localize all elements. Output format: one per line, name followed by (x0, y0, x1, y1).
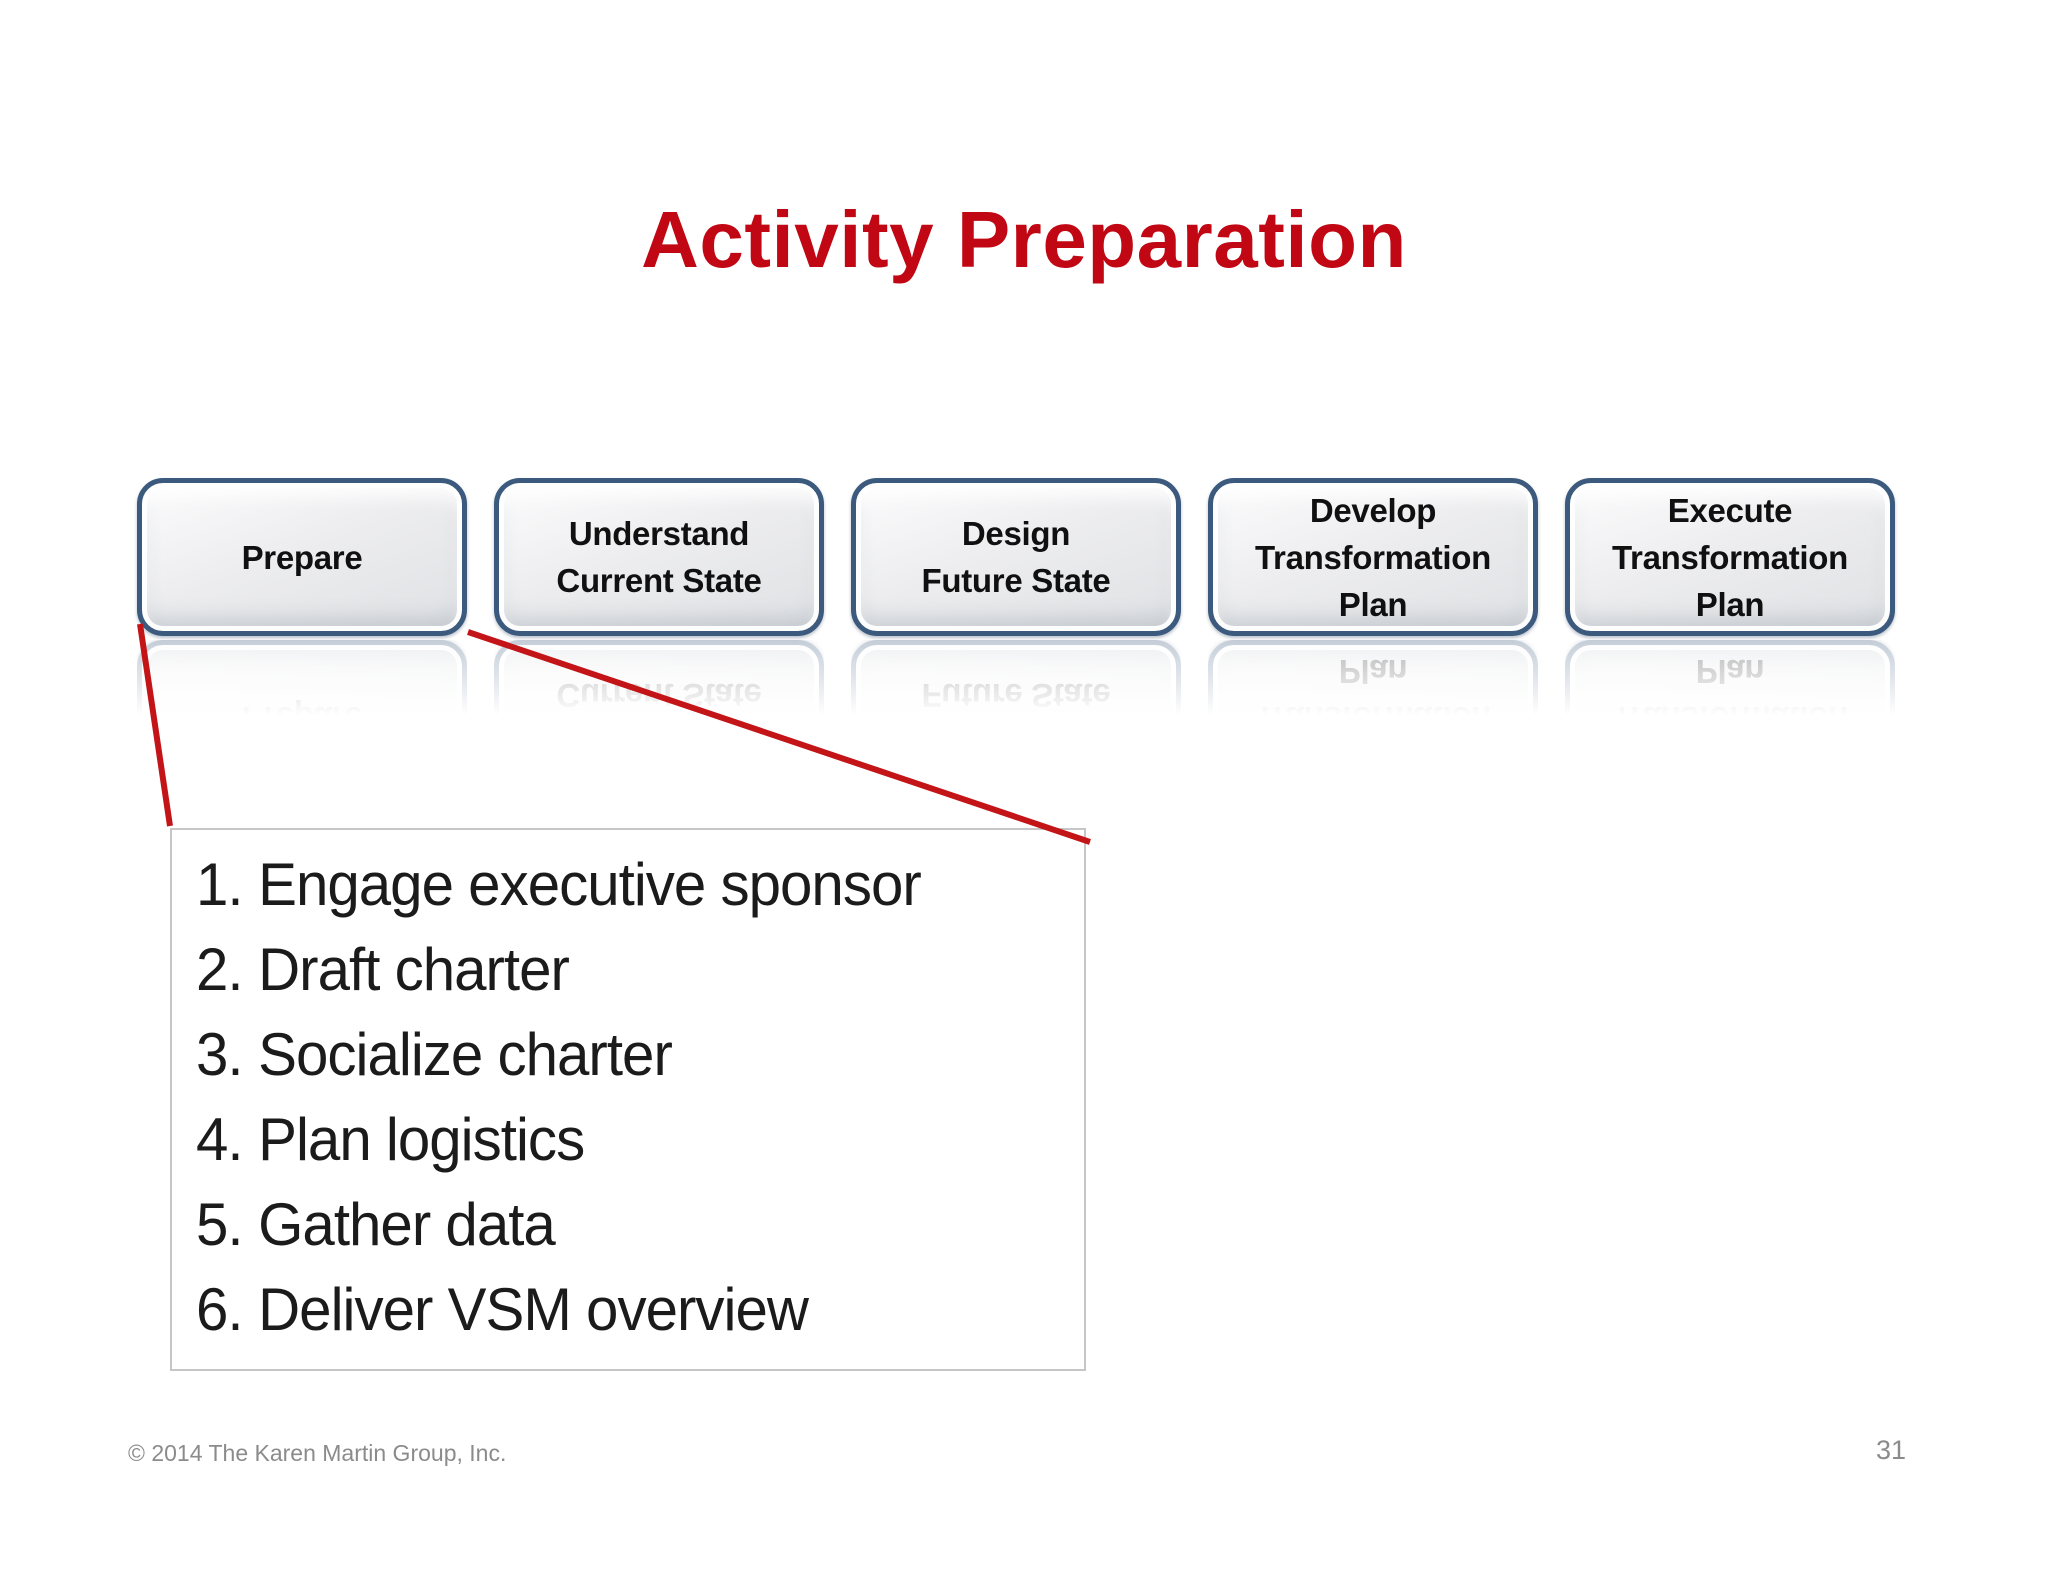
list-item-6: 6.Deliver VSM overview (196, 1267, 1042, 1352)
list-item-number: 3. (196, 1021, 244, 1088)
process-step-label: Understand Current State (556, 515, 762, 599)
list-item-text: Socialize charter (258, 1021, 673, 1088)
prepare-steps-panel: 1.Engage executive sponsor 2.Draft chart… (170, 828, 1086, 1371)
process-step-5: Execute Transformation Plan (1565, 478, 1895, 636)
process-step-1: Prepare (137, 478, 467, 636)
page-number: 31 (1876, 1435, 1907, 1465)
list-item-number: 4. (196, 1106, 244, 1173)
process-step-label: Develop Transformation Plan (1254, 491, 1491, 623)
list-item-5: 5.Gather data (196, 1182, 1042, 1267)
list-item-1: 1.Engage executive sponsor (196, 842, 1042, 927)
list-item-text: Gather data (258, 1191, 556, 1258)
list-item-number: 2. (196, 936, 244, 1003)
list-item-number: 5. (196, 1191, 244, 1258)
copyright-text: © 2014 The Karen Martin Group, Inc. (128, 1440, 507, 1466)
slide-title: Activity Preparation (641, 195, 1407, 284)
list-item-text: Deliver VSM overview (258, 1276, 809, 1343)
process-step-label: Prepare (241, 538, 363, 576)
list-item-text: Engage executive sponsor (258, 851, 922, 918)
process-step-label: Execute Transformation Plan (1611, 491, 1848, 623)
list-item-number: 6. (196, 1276, 244, 1343)
list-item-number: 1. (196, 851, 244, 918)
process-step-label: Design Future State (921, 515, 1111, 599)
list-item-2: 2.Draft charter (196, 927, 1042, 1012)
prepare-steps-list: 1.Engage executive sponsor 2.Draft chart… (172, 830, 1084, 1352)
list-item-3: 3.Socialize charter (196, 1012, 1042, 1097)
list-item-4: 4.Plan logistics (196, 1097, 1042, 1182)
process-step-2: Understand Current State (494, 478, 824, 636)
process-steps-row: Prepare Understand Current State Design … (137, 478, 1895, 636)
callout-line-right (467, 629, 1091, 845)
callout-line-left (137, 623, 173, 827)
list-item-text: Plan logistics (258, 1106, 585, 1173)
process-step-3: Design Future State (851, 478, 1181, 636)
process-step-4: Develop Transformation Plan (1208, 478, 1538, 636)
list-item-text: Draft charter (258, 936, 570, 1003)
